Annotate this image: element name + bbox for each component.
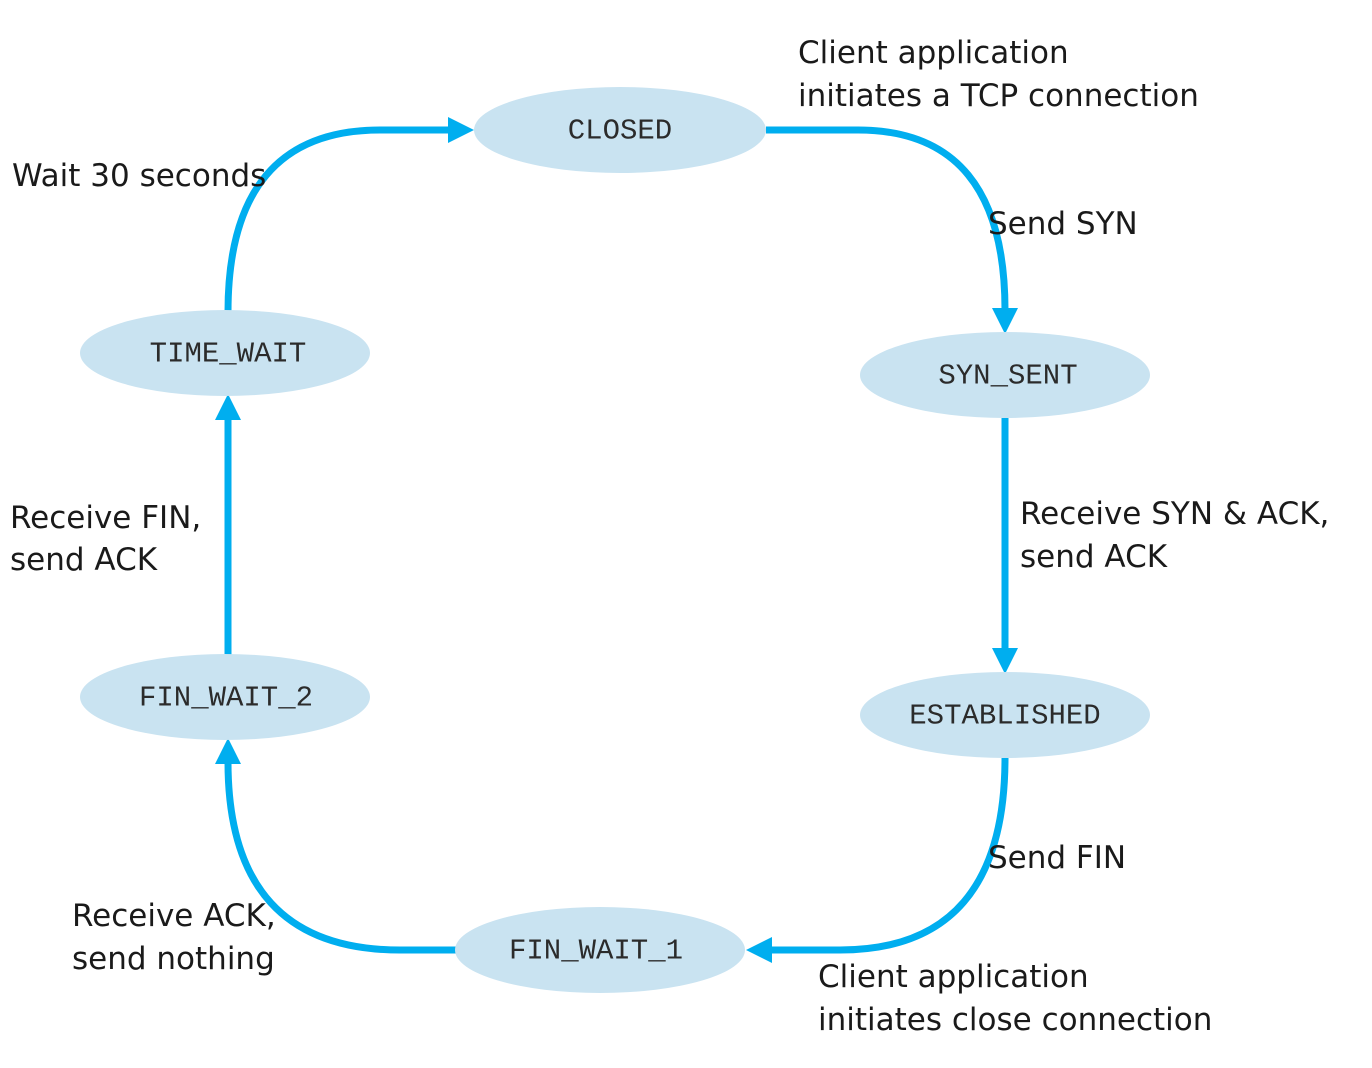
label-receive-ack-line-1: Receive ACK, <box>72 898 276 934</box>
label-client-initiates-close-line-1: Client application <box>818 959 1089 995</box>
state-closed-ellipse <box>474 87 766 173</box>
label-receive-ack-line-2: send nothing <box>72 941 275 977</box>
transition-labels: Client application initiates a TCP conne… <box>10 35 1339 1038</box>
state-closed-label: CLOSED <box>568 115 672 148</box>
state-closed: CLOSED <box>474 87 766 173</box>
arrow-established-to-fin-wait-1 <box>770 757 1009 954</box>
state-syn-sent: SYN_SENT <box>860 332 1150 418</box>
state-established-ellipse <box>860 672 1150 758</box>
label-client-initiates-tcp: Client application initiates a TCP conne… <box>798 35 1199 114</box>
label-receive-syn-ack: Receive SYN & ACK, send ACK <box>1020 496 1339 575</box>
state-syn-sent-ellipse <box>860 332 1150 418</box>
arrow-fin-wait-1-to-fin-wait-2 <box>224 761 456 954</box>
label-wait-30-seconds: Wait 30 seconds <box>12 158 266 194</box>
label-receive-fin-line-2: send ACK <box>10 542 158 578</box>
arrow-time-wait-to-closed <box>224 126 450 313</box>
label-send-fin: Send FIN <box>988 840 1126 876</box>
transition-arrows <box>215 117 1018 963</box>
state-time-wait-ellipse <box>80 310 370 396</box>
state-established: ESTABLISHED <box>860 672 1150 758</box>
label-send-syn: Send SYN <box>988 206 1138 242</box>
label-send-syn-line-1: Send SYN <box>988 206 1138 242</box>
arrowhead-fin-wait-2 <box>215 738 241 764</box>
label-client-initiates-close-line-2: initiates close connection <box>818 1002 1212 1038</box>
state-fin-wait-2: FIN_WAIT_2 <box>80 654 370 740</box>
label-receive-fin: Receive FIN, send ACK <box>10 500 211 578</box>
arrowhead-closed <box>448 117 474 143</box>
arrow-closed-to-syn-sent <box>766 126 1009 311</box>
label-send-fin-line-1: Send FIN <box>988 840 1126 876</box>
state-fin-wait-2-label: FIN_WAIT_2 <box>139 682 313 715</box>
label-receive-syn-ack-line-1: Receive SYN & ACK, <box>1020 496 1329 532</box>
label-client-initiates-tcp-line-1: Client application <box>798 35 1069 71</box>
arrowhead-time-wait <box>215 394 241 420</box>
label-client-initiates-tcp-line-2: initiates a TCP connection <box>798 78 1199 114</box>
state-time-wait: TIME_WAIT <box>80 310 370 396</box>
label-client-initiates-close: Client application initiates close conne… <box>818 959 1212 1038</box>
label-receive-syn-ack-line-2: send ACK <box>1020 539 1168 575</box>
state-fin-wait-1-label: FIN_WAIT_1 <box>509 935 683 968</box>
arrowhead-syn-sent <box>992 308 1018 334</box>
arrowhead-established <box>992 648 1018 674</box>
label-receive-ack: Receive ACK, send nothing <box>72 898 286 977</box>
arrowhead-fin-wait-1 <box>746 937 772 963</box>
state-fin-wait-1-ellipse <box>455 907 745 993</box>
state-syn-sent-label: SYN_SENT <box>938 360 1077 393</box>
state-fin-wait-2-ellipse <box>80 654 370 740</box>
label-wait-30-seconds-line-1: Wait 30 seconds <box>12 158 266 194</box>
state-fin-wait-1: FIN_WAIT_1 <box>455 907 745 993</box>
state-time-wait-label: TIME_WAIT <box>150 338 307 371</box>
state-established-label: ESTABLISHED <box>909 700 1100 733</box>
label-receive-fin-line-1: Receive FIN, <box>10 500 201 536</box>
